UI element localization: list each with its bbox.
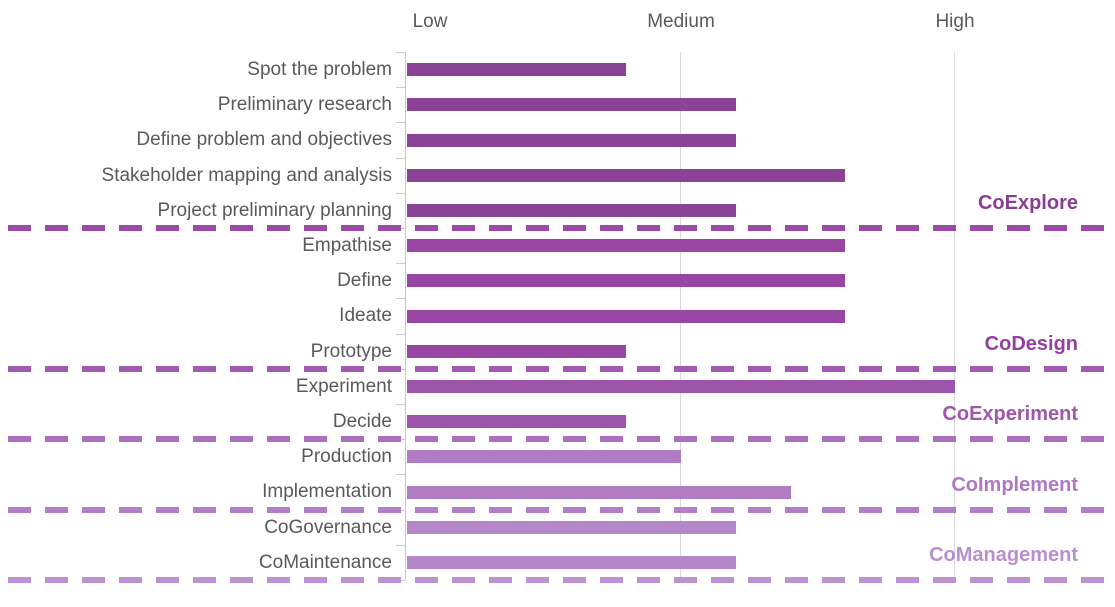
bar <box>407 485 791 499</box>
axis-tick <box>396 474 405 475</box>
section-divider <box>8 225 1108 231</box>
x-axis-label-low: Low <box>412 11 448 32</box>
axis-tick <box>396 193 405 194</box>
axis-tick <box>396 404 405 405</box>
section-label: CoExperiment <box>942 403 1078 426</box>
category-label: Define problem and objectives <box>136 129 392 151</box>
bar <box>407 520 736 534</box>
category-label: CoMaintenance <box>258 551 392 573</box>
axis-tick <box>396 122 405 123</box>
axis-tick <box>396 334 405 335</box>
section-divider <box>8 365 1108 372</box>
bar <box>407 450 681 464</box>
bar <box>407 133 736 147</box>
section-label: CoExplore <box>977 192 1078 214</box>
axis-tick <box>396 545 405 546</box>
bar <box>407 98 736 112</box>
category-label: Implementation <box>262 481 392 503</box>
bar <box>407 239 845 253</box>
section-divider <box>8 436 1108 443</box>
section-label: CoImplement <box>951 473 1078 496</box>
bar <box>407 309 845 323</box>
x-axis-label-medium: Medium <box>647 11 715 32</box>
bar <box>407 555 736 569</box>
bar <box>407 344 626 358</box>
bar <box>407 379 955 393</box>
category-label: Ideate <box>339 305 392 327</box>
axis-tick <box>396 52 405 53</box>
category-label: Project preliminary planning <box>157 199 392 221</box>
axis-tick <box>396 298 405 299</box>
category-label: Production <box>301 446 392 468</box>
category-label: Prototype <box>310 340 392 362</box>
axis-tick <box>396 87 405 88</box>
y-axis-line <box>405 52 406 580</box>
x-axis-label-high: High <box>935 11 975 32</box>
category-label: Preliminary research <box>217 94 392 116</box>
category-label: Spot the problem <box>247 59 392 80</box>
category-label: Experiment <box>295 375 392 397</box>
bar <box>407 415 626 429</box>
section-divider <box>8 506 1108 513</box>
section-label: CoManagement <box>929 544 1078 566</box>
bar <box>407 203 736 217</box>
bar <box>407 168 845 182</box>
category-label: CoGovernance <box>264 516 392 538</box>
bar <box>407 274 845 288</box>
category-label: Stakeholder mapping and analysis <box>101 164 392 186</box>
axis-tick <box>396 158 405 159</box>
category-label: Decide <box>332 411 392 432</box>
axis-tick <box>396 263 405 264</box>
section-label: CoDesign <box>984 332 1078 355</box>
section-divider <box>8 577 1108 583</box>
category-label: Define <box>337 270 392 292</box>
bar <box>407 63 626 77</box>
category-label: Empathise <box>302 235 392 256</box>
gridline <box>954 52 955 580</box>
